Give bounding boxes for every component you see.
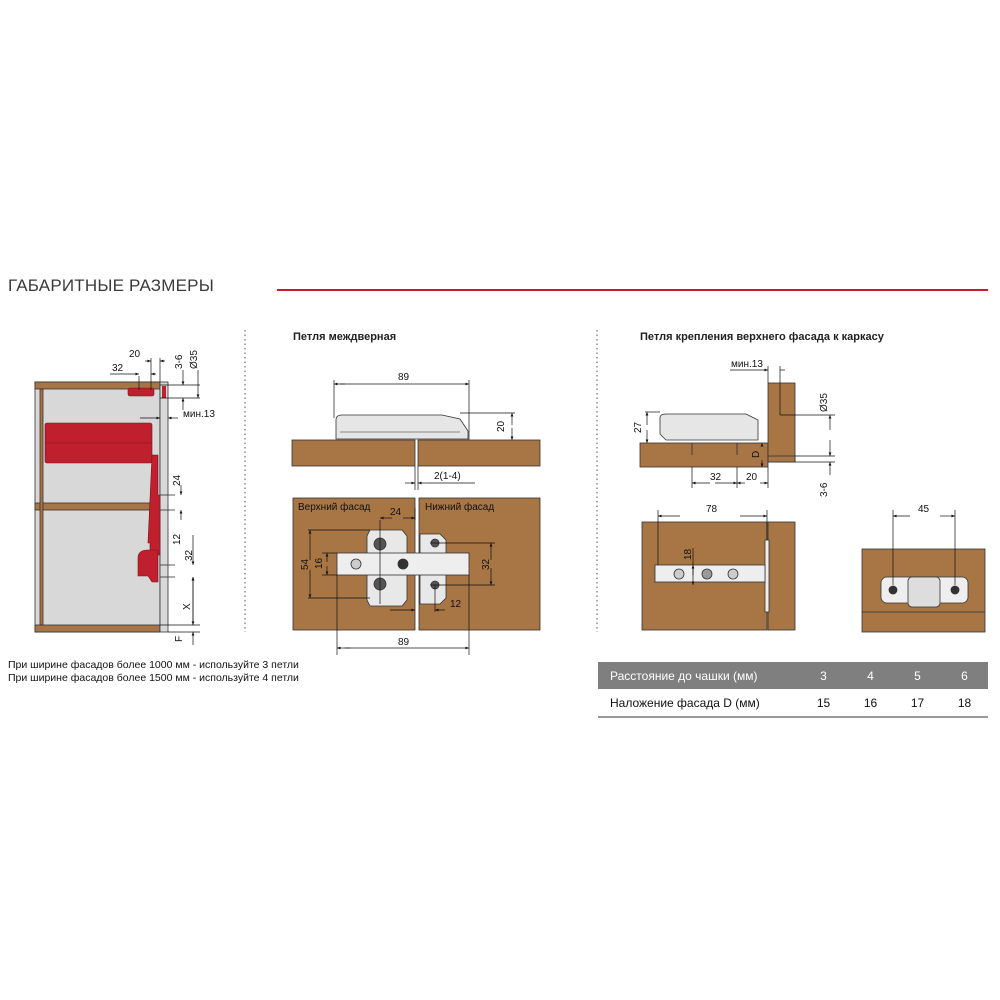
dim-20: 20 bbox=[496, 420, 507, 432]
dim-min13: мин.13 bbox=[731, 359, 763, 370]
cell: 18 bbox=[941, 689, 988, 718]
cell: 15 bbox=[800, 689, 847, 718]
dim-45: 45 bbox=[918, 504, 930, 515]
dim-f: F bbox=[174, 636, 185, 642]
dim-20: 20 bbox=[746, 472, 758, 483]
overlay-table: Расстояние до чашки (мм) 3 4 5 6 Наложен… bbox=[598, 662, 988, 718]
dim-54: 54 bbox=[300, 558, 311, 570]
note-4-hinges: При ширине фасадов более 1500 мм - испол… bbox=[8, 672, 299, 684]
right-drawing-title: Петля крепления верхнего фасада к каркас… bbox=[640, 331, 884, 343]
upper-facade-label: Верхний фасад bbox=[298, 501, 371, 513]
row-label: Расстояние до чашки (мм) bbox=[598, 662, 800, 689]
dim-16: 16 bbox=[314, 557, 325, 569]
dim-78: 78 bbox=[706, 504, 718, 515]
middle-side-view bbox=[291, 414, 541, 467]
dim-32: 32 bbox=[112, 363, 124, 374]
right-front-views bbox=[641, 521, 986, 633]
page-title: ГАБАРИТНЫЕ РАЗМЕРЫ bbox=[8, 276, 214, 295]
title-divider bbox=[277, 289, 988, 291]
dim-x: X bbox=[182, 603, 193, 610]
dim-27: 27 bbox=[633, 421, 644, 433]
note-3-hinges: При ширине фасадов более 1000 мм - испол… bbox=[8, 659, 299, 671]
row-label: Наложение фасада D (мм) bbox=[598, 689, 800, 718]
dim-24: 24 bbox=[172, 474, 183, 486]
cell: 4 bbox=[847, 662, 894, 689]
cell: 17 bbox=[894, 689, 941, 718]
cell: 5 bbox=[894, 662, 941, 689]
dim-32: 32 bbox=[710, 472, 722, 483]
dim-3-6: 3-6 bbox=[174, 354, 185, 369]
middle-top-dimensions bbox=[333, 380, 515, 490]
dim-89: 89 bbox=[398, 372, 410, 383]
cell: 6 bbox=[941, 662, 988, 689]
dim-d35: Ø35 bbox=[819, 393, 830, 412]
dim-3-6: 3-6 bbox=[819, 482, 830, 497]
middle-drawing-title: Петля междверная bbox=[293, 331, 397, 343]
lower-facade-label: Нижний фасад bbox=[425, 501, 494, 513]
middle-front-view bbox=[292, 497, 541, 631]
table-row: Наложение фасада D (мм) 15 16 17 18 bbox=[598, 689, 988, 718]
lift-mechanism bbox=[44, 387, 161, 583]
right-top-dimensions bbox=[645, 366, 835, 488]
dim-32: 32 bbox=[481, 558, 492, 570]
cell: 3 bbox=[800, 662, 847, 689]
cabinet-side-view bbox=[34, 381, 175, 633]
dim-12: 12 bbox=[172, 533, 183, 545]
table-row: Расстояние до чашки (мм) 3 4 5 6 bbox=[598, 662, 988, 689]
dim-d35: Ø35 bbox=[189, 350, 200, 369]
dim-32b: 32 bbox=[184, 549, 195, 561]
dim-12: 12 bbox=[450, 599, 462, 610]
dim-24: 24 bbox=[390, 507, 402, 518]
middle-bottom-dimensions bbox=[308, 508, 495, 655]
dim-18: 18 bbox=[683, 548, 694, 560]
dim-gap: 2(1-4) bbox=[434, 471, 461, 482]
dim-20: 20 bbox=[129, 349, 141, 360]
cell: 16 bbox=[847, 689, 894, 718]
right-side-view bbox=[639, 382, 796, 468]
right-bottom-dimensions bbox=[657, 510, 956, 585]
dim-D: D bbox=[751, 451, 762, 458]
left-dimensions bbox=[110, 358, 200, 645]
dim-89b: 89 bbox=[398, 637, 410, 648]
dim-min13: мин.13 bbox=[183, 409, 215, 420]
